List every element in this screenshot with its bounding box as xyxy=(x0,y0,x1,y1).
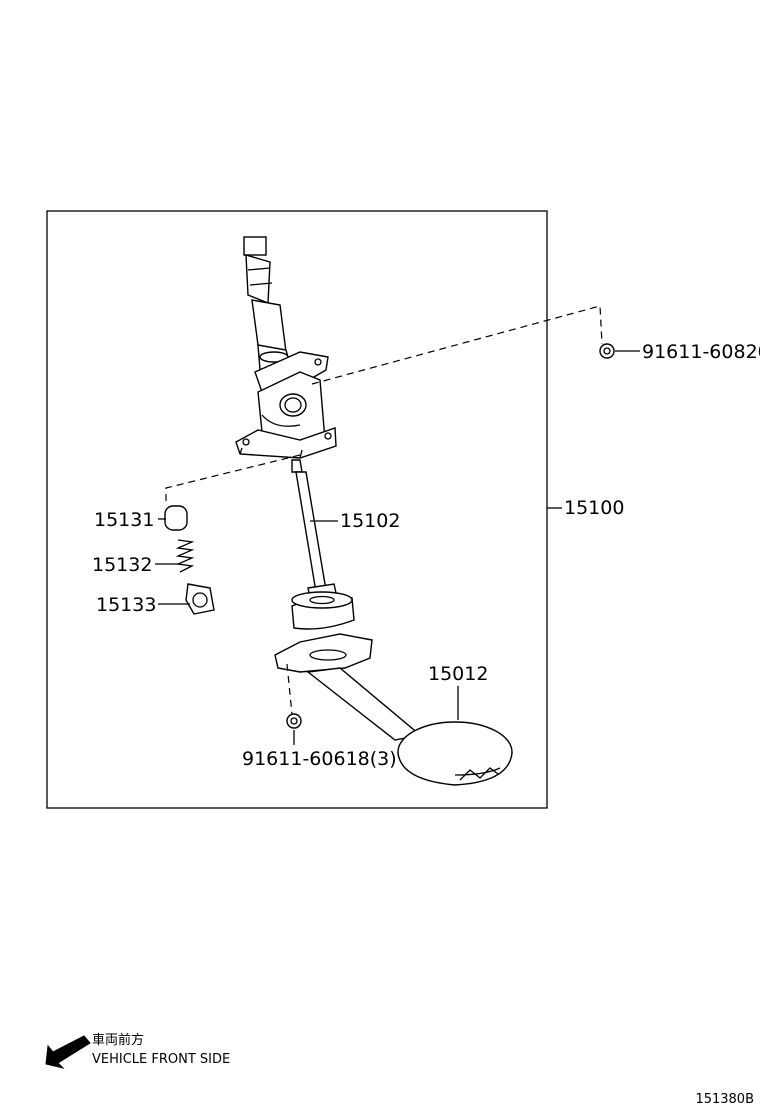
label-pump-assembly: 15100 xyxy=(564,497,624,519)
label-shaft: 15102 xyxy=(340,510,400,532)
label-relief-valve: 15131 xyxy=(94,509,154,531)
upper-bolt-dash-line xyxy=(311,305,603,385)
label-spring: 15132 xyxy=(92,554,152,576)
front-direction-label-en: VEHICLE FRONT SIDE xyxy=(92,1052,230,1067)
front-direction-label-jp: 車両前方 xyxy=(92,1032,144,1048)
front-direction-arrow-icon xyxy=(45,1035,91,1069)
label-bolt-lower: 91611-60618(3) xyxy=(242,748,397,770)
pump-body-drawing xyxy=(235,236,337,459)
relief-valve-drawing xyxy=(164,505,215,615)
relief-dash-line xyxy=(165,454,301,506)
label-bolt-upper: 91611-60820 xyxy=(642,341,760,363)
figure-id: 151380B xyxy=(695,1092,754,1107)
intermediate-shaft-drawing xyxy=(291,459,355,630)
lower-bolt-dash-line xyxy=(286,663,293,715)
strainer-drawing xyxy=(274,633,513,786)
bolt-lower-icon xyxy=(286,713,302,729)
bolt-upper-icon xyxy=(599,343,615,359)
label-plug: 15133 xyxy=(96,594,156,616)
assembly-frame xyxy=(46,210,548,809)
label-strainer: 15012 xyxy=(428,663,488,685)
